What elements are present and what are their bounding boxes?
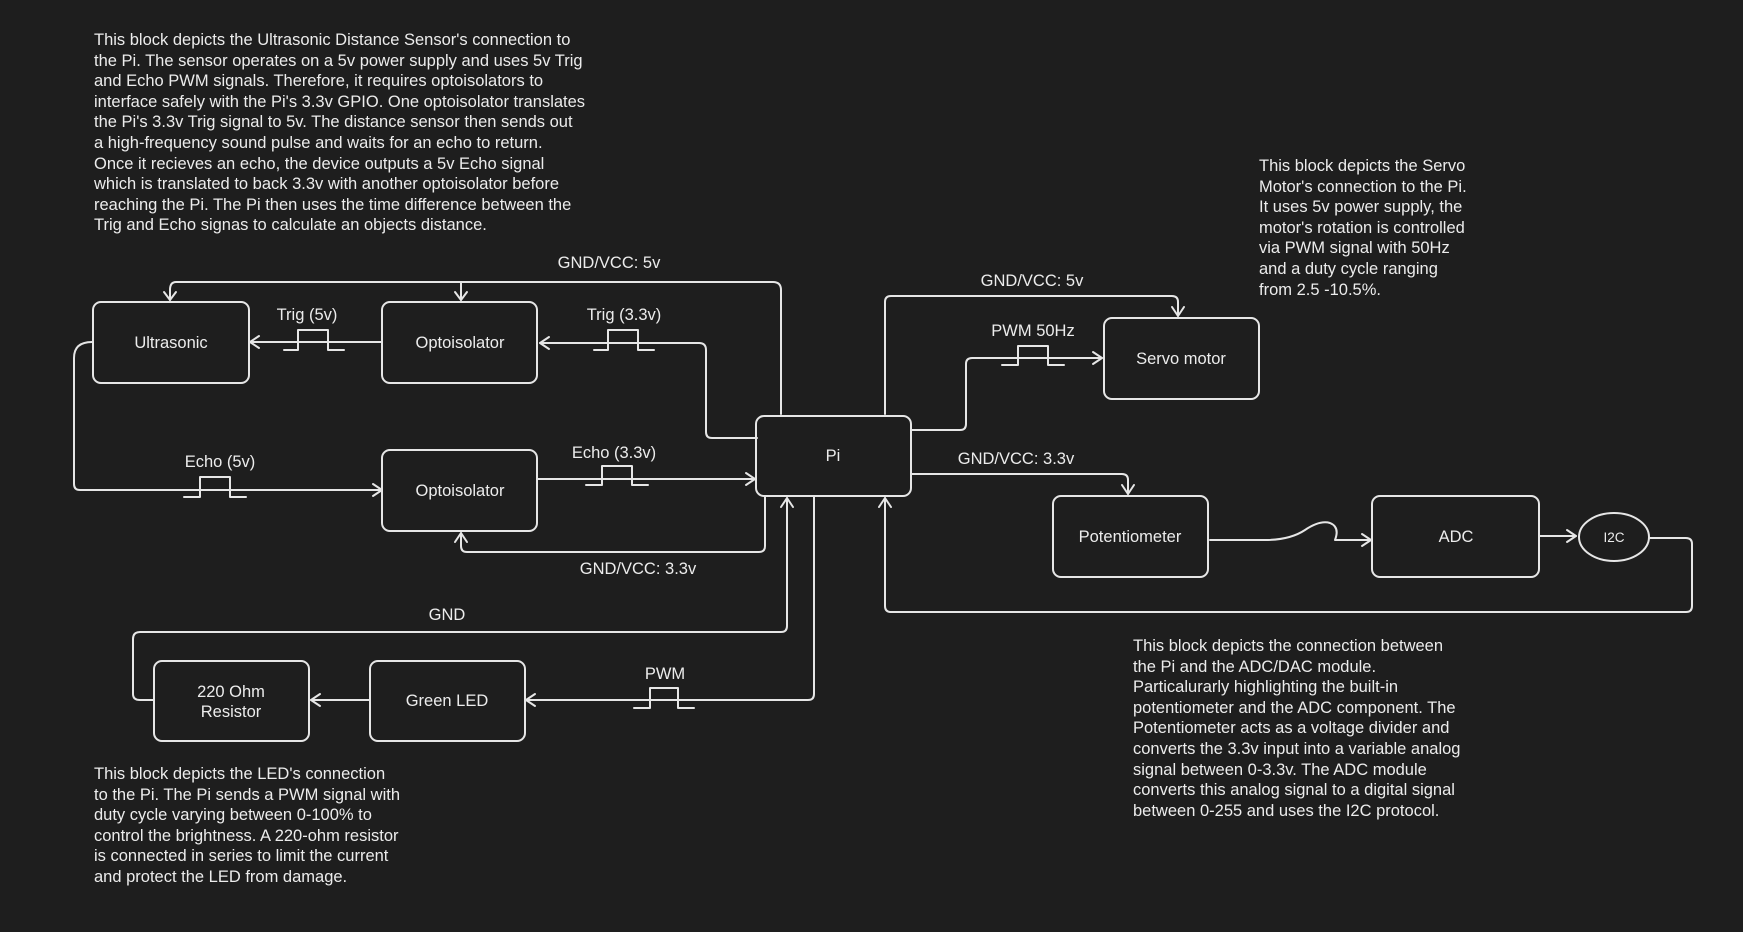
wires — [73, 281, 1693, 707]
arrowhead — [1171, 306, 1185, 317]
node-servo-motor[interactable]: Servo motor — [1103, 317, 1260, 400]
node-servo-motor-label: Servo motor — [1136, 350, 1226, 368]
wire-gnd-vcc-33v-bottom — [460, 495, 766, 553]
arrowhead — [454, 291, 468, 301]
label-echo-33v: Echo (3.3v) — [572, 444, 656, 462]
node-i2c-label: I2C — [1603, 530, 1624, 545]
wire-echo-5v — [73, 341, 383, 491]
wire-gnd-vcc-5v-top — [169, 281, 782, 415]
label-gnd-vcc-5v-servo: GND/VCC: 5v — [981, 272, 1084, 290]
label-echo-5v: Echo (5v) — [185, 453, 256, 471]
pulse-echo-33v-icon — [585, 465, 649, 486]
pulse-trig-33v-icon — [593, 329, 655, 351]
node-optoisolator-bottom-label: Optoisolator — [416, 482, 505, 500]
node-potentiometer[interactable]: Potentiometer — [1052, 495, 1209, 578]
pulse-trig-5v-icon — [283, 329, 345, 351]
pulse-pwm-50hz-icon — [1001, 345, 1065, 366]
servo-description: This block depicts the Servo Motor's con… — [1259, 157, 1467, 299]
node-adc[interactable]: ADC — [1371, 495, 1540, 578]
wire-gnd — [132, 497, 788, 701]
node-pi[interactable]: Pi — [755, 415, 912, 497]
label-gnd-vcc-5v-top: GND/VCC: 5v — [558, 254, 661, 272]
label-pwm-50hz: PWM 50Hz — [991, 322, 1074, 340]
node-optoisolator-top[interactable]: Optoisolator — [381, 301, 538, 384]
adc-description: This block depicts the connection betwee… — [1133, 637, 1461, 820]
ultrasonic-description: This block depicts the Ultrasonic Distan… — [94, 31, 586, 235]
wire-i2c-return — [884, 497, 1693, 613]
node-green-led-label: Green LED — [406, 692, 489, 710]
wire-analog-signal — [1209, 521, 1372, 541]
node-ultrasonic-label: Ultrasonic — [134, 334, 207, 352]
node-resistor-label-line1: 220 Ohm — [197, 683, 265, 701]
arrowhead — [454, 532, 468, 543]
node-resistor-label-line2: Resistor — [201, 703, 262, 721]
arrowhead — [1121, 484, 1135, 495]
arrowhead — [1092, 351, 1103, 365]
label-gnd-vcc-33v-bottom: GND/VCC: 3.3v — [580, 560, 697, 578]
label-pwm: PWM — [645, 665, 685, 683]
arrowhead — [310, 693, 321, 707]
wire-gnd-vcc-5v-servo — [884, 295, 1179, 415]
node-potentiometer-label: Potentiometer — [1079, 528, 1182, 546]
label-gnd-vcc-33v-pot: GND/VCC: 3.3v — [958, 450, 1075, 468]
node-ultrasonic[interactable]: Ultrasonic — [92, 301, 250, 384]
wire-pwm-50hz — [911, 357, 1103, 431]
wire-labels: GND/VCC: 5v Trig (5v) Trig (3.3v) Echo (… — [185, 254, 1084, 683]
node-green-led[interactable]: Green LED — [369, 660, 526, 742]
arrowhead — [1566, 529, 1577, 543]
pulse-echo-5v-icon — [183, 476, 247, 498]
node-optoisolator-top-label: Optoisolator — [416, 334, 505, 352]
arrowhead — [780, 497, 794, 508]
node-adc-label: ADC — [1439, 528, 1474, 546]
pulse-glyphs — [183, 329, 1065, 709]
pulse-pwm-icon — [633, 687, 695, 709]
node-resistor[interactable]: 220 Ohm Resistor — [153, 660, 310, 742]
node-i2c[interactable]: I2C — [1578, 512, 1650, 562]
label-trig-5v: Trig (5v) — [277, 306, 338, 324]
label-trig-33v: Trig (3.3v) — [587, 306, 662, 324]
wire-trig-33v — [539, 342, 758, 439]
led-description: This block depicts the LED's connection … — [94, 765, 400, 886]
label-gnd: GND — [429, 606, 466, 624]
wire-gnd-vcc-33v-pot — [911, 473, 1129, 495]
arrowhead — [163, 291, 177, 301]
node-pi-label: Pi — [826, 447, 841, 465]
arrowhead — [878, 497, 892, 508]
arrowhead — [539, 336, 550, 350]
wire-pwm — [525, 495, 815, 701]
node-optoisolator-bottom[interactable]: Optoisolator — [381, 449, 538, 532]
